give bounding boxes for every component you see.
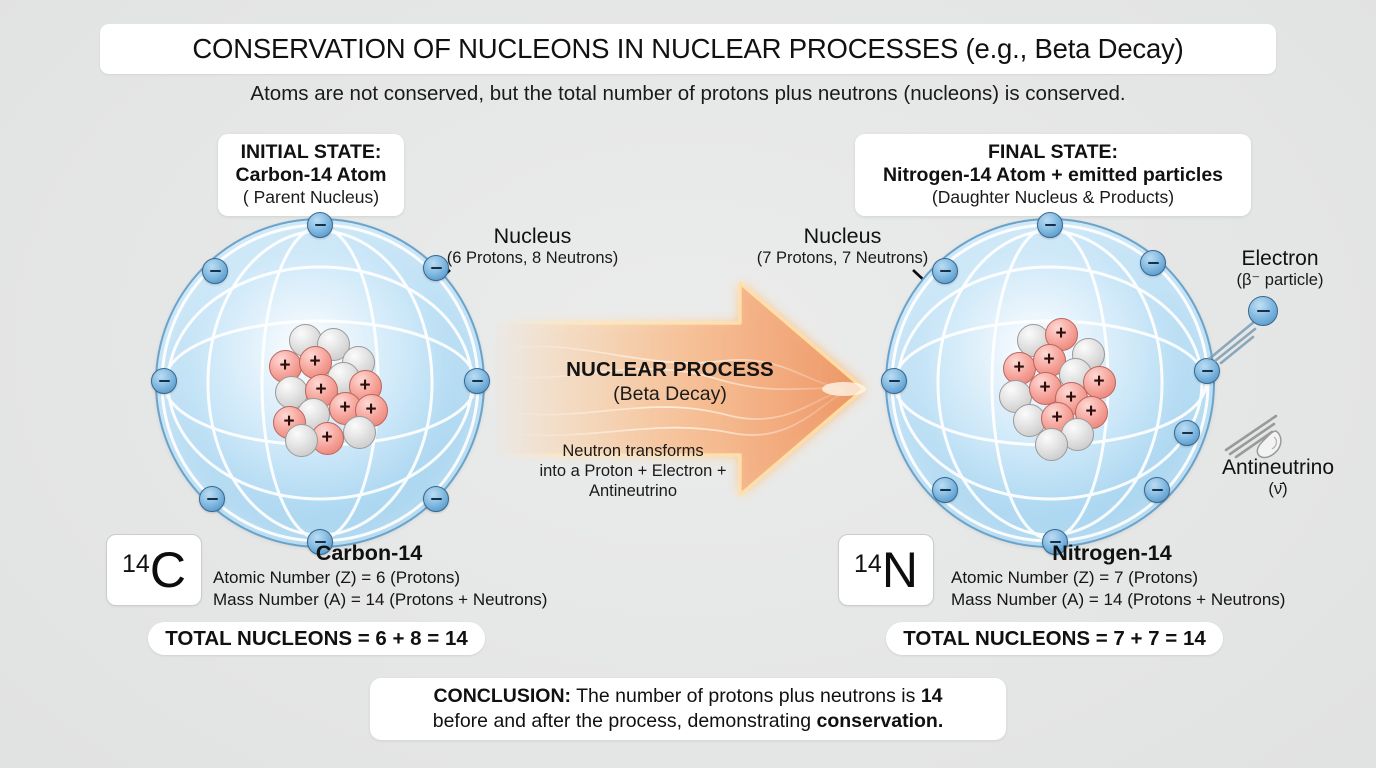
nitrogen-14-info: Nitrogen-14 Atomic Number (Z) = 7 (Proto… <box>951 541 1286 612</box>
conclusion-line-2: before and after the process, demonstrat… <box>433 709 944 734</box>
electron <box>151 368 177 394</box>
electron <box>1037 212 1063 238</box>
page-subtitle: Atoms are not conserved, but the total n… <box>250 82 1126 105</box>
carbon-14-nucleus <box>265 323 388 457</box>
electron <box>1174 420 1200 446</box>
initial-state-atom-name: Carbon-14 Atom <box>235 164 387 186</box>
nitrogen-mass-number-row: Mass Number (A) = 14 (Protons + Neutrons… <box>951 590 1286 610</box>
carbon-14-symbol-card: 14 C <box>106 534 202 606</box>
final-state-heading: FINAL STATE: <box>988 141 1118 163</box>
electron-name: Electron <box>1241 247 1319 270</box>
electron <box>881 368 907 394</box>
electron <box>199 486 225 512</box>
final-state-note: (Daughter Nucleus & Products) <box>931 187 1175 207</box>
electron <box>1194 358 1220 384</box>
conclusion-label: CONCLUSION: <box>433 685 572 708</box>
neutron <box>1034 427 1068 461</box>
final-nucleus-detail: (7 Protons, 7 Neutrons) <box>756 248 929 267</box>
final-nucleus-title: Nucleus <box>803 224 882 248</box>
conclusion-value: 14 <box>920 685 943 708</box>
electron <box>932 477 958 503</box>
electron <box>932 258 958 284</box>
initial-state-box: INITIAL STATE: Carbon-14 Atom ( Parent N… <box>218 134 404 216</box>
emitted-antineutrino-label: Antineutrino (ν̄) <box>1180 456 1376 500</box>
initial-nucleus-detail: (6 Protons, 8 Neutrons) <box>446 248 619 267</box>
electron <box>202 258 228 284</box>
nitrogen-14-symbol-card: 14 N <box>838 534 934 606</box>
initial-state-heading: INITIAL STATE: <box>240 141 382 163</box>
electron <box>464 368 490 394</box>
initial-state-note: ( Parent Nucleus) <box>242 187 380 207</box>
process-desc-line-2: into a Proton + Electron + <box>539 461 727 480</box>
electron <box>423 486 449 512</box>
nitrogen-element-letter: N <box>881 542 918 598</box>
initial-nucleus-title: Nucleus <box>493 224 572 248</box>
neutron <box>284 423 318 457</box>
title-banner: CONSERVATION OF NUCLEONS IN NUCLEAR PROC… <box>100 24 1276 74</box>
process-desc-line-1: Neutron transforms <box>562 442 704 460</box>
final-state-atom-name: Nitrogen-14 Atom + emitted particles <box>882 164 1224 186</box>
antineutrino-name: Antineutrino <box>1221 456 1335 479</box>
nitrogen-mass-number: 14 <box>854 550 882 578</box>
carbon-atomic-number: Atomic Number (Z) = 6 (Protons) <box>213 567 461 587</box>
page-title: CONSERVATION OF NUCLEONS IN NUCLEAR PROC… <box>192 33 1184 64</box>
conclusion-emphasis: conservation. <box>816 710 944 732</box>
antineutrino-particle <box>1256 430 1282 459</box>
initial-nucleus-callout: Nucleus (6 Protons, 8 Neutrons) <box>425 224 640 268</box>
neutron <box>342 415 376 449</box>
carbon-name: Carbon-14 <box>315 541 423 565</box>
proton <box>1002 351 1036 385</box>
antineutrino-motion-trails <box>1224 414 1278 459</box>
carbon-mass-number: 14 <box>122 550 150 578</box>
nitrogen-name: Nitrogen-14 <box>1052 541 1172 565</box>
emitted-electron-label: Electron (β⁻ particle) <box>1185 247 1375 291</box>
initial-total-nucleons-badge: TOTAL NUCLEONS = 6 + 8 = 14 <box>148 622 485 655</box>
conclusion-line-1: CONCLUSION: The number of protons plus n… <box>433 684 942 709</box>
conclusion-text-1: The number of protons plus neutrons is <box>571 685 921 708</box>
process-description: Neutron transforms into a Proton + Elect… <box>508 442 758 501</box>
neutron <box>1060 417 1094 451</box>
nuclear-process-arrow <box>494 281 866 497</box>
carbon-mass-number-row: Mass Number (A) = 14 (Protons + Neutrons… <box>213 590 548 610</box>
carbon-14-atom <box>151 212 490 555</box>
final-state-box: FINAL STATE: Nitrogen-14 Atom + emitted … <box>855 134 1251 216</box>
electron <box>1042 529 1068 555</box>
final-nucleus-callout: Nucleus (7 Protons, 7 Neutrons) <box>735 224 950 268</box>
electron <box>307 212 333 238</box>
antineutrino-symbol: (ν̄) <box>1268 479 1288 498</box>
conclusion-box: CONCLUSION: The number of protons plus n… <box>370 678 1006 740</box>
process-subtitle: (Beta Decay) <box>613 383 727 405</box>
electron-motion-trails <box>1207 319 1257 365</box>
electron <box>1144 477 1170 503</box>
process-title: NUCLEAR PROCESS <box>566 358 774 381</box>
electron <box>307 529 333 555</box>
electron-symbol: (β⁻ particle) <box>1236 270 1324 289</box>
carbon-14-info: Carbon-14 Atomic Number (Z) = 6 (Protons… <box>213 541 548 612</box>
electron <box>1140 250 1166 276</box>
final-total-nucleons-badge: TOTAL NUCLEONS = 7 + 7 = 14 <box>886 622 1223 655</box>
process-label: NUCLEAR PROCESS (Beta Decay) <box>515 358 825 406</box>
carbon-element-letter: C <box>149 542 186 598</box>
emitted-electron-particle <box>1248 296 1278 326</box>
electron <box>423 255 449 281</box>
nitrogen-14-nucleus <box>995 317 1116 461</box>
conclusion-text-2: before and after the process, demonstrat… <box>432 710 817 732</box>
nitrogen-atomic-number: Atomic Number (Z) = 7 (Protons) <box>951 567 1199 587</box>
process-desc-line-3: Antineutrino <box>588 481 678 500</box>
nitrogen-14-atom <box>881 212 1220 555</box>
